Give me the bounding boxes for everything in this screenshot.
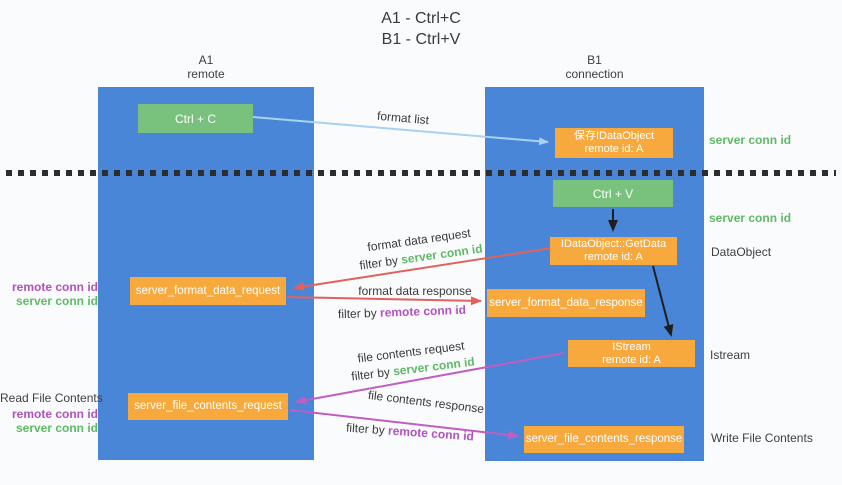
node-ctrl-v: Ctrl + V <box>553 180 673 207</box>
node-ctrl-v-label: Ctrl + V <box>592 186 634 201</box>
lifeline-b1-header: B1 connection <box>485 53 704 81</box>
node-idataobject-getdata-line2: remote id: A <box>584 251 643 263</box>
format-data-response-filter-label: filter by remote conn id <box>338 303 466 321</box>
annotation-format-server-conn-id: server conn id <box>15 294 98 308</box>
format-list-label: format list <box>376 108 430 128</box>
node-server-format-data-request: server_format_data_request <box>130 277 286 305</box>
filter-by-prefix: filter by <box>358 253 399 273</box>
diagram-title: A1 - Ctrl+C B1 - Ctrl+V <box>0 8 842 50</box>
node-server-file-contents-response: server_file_contents_response <box>524 426 684 453</box>
node-idataobject-getdata: IDataObject::GetData remote id: A <box>550 237 677 265</box>
title-line-1: A1 - Ctrl+C <box>381 10 461 27</box>
node-istream: IStream remote id: A <box>568 340 695 367</box>
node-save-dataobject-line1: 保存IDataObject <box>573 130 655 142</box>
node-server-format-data-response: server_format_data_response <box>487 289 645 317</box>
node-server-file-contents-request-label: server_file_contents_request <box>134 400 282 412</box>
annotation-dataobject: DataObject <box>711 245 772 259</box>
annotation-read-file-contents: Read File Contents <box>0 391 103 405</box>
lifeline-b1-subtitle: connection <box>565 67 624 81</box>
dotted-separator-line <box>6 170 836 176</box>
node-ctrl-c-label: Ctrl + C <box>174 111 216 126</box>
format-data-response-label: format data response <box>358 284 472 298</box>
lifeline-b1-name: B1 <box>587 53 602 67</box>
node-server-file-contents-request: server_file_contents_request <box>128 393 288 420</box>
node-idataobject-getdata-line1: IDataObject::GetData <box>560 238 667 250</box>
remote-conn-id-key: remote conn id <box>379 302 467 320</box>
lifeline-a1-header: A1 remote <box>98 53 314 81</box>
annotation-file-server-conn-id: server conn id <box>15 421 98 435</box>
annotation-server-conn-id-mid: server conn id <box>709 211 792 225</box>
node-server-file-contents-response-label: server_file_contents_response <box>525 433 683 445</box>
annotation-istream: Istream <box>710 348 751 362</box>
node-istream-line2: remote id: A <box>602 353 661 366</box>
file-contents-response-filter-label: filter by remote conn id <box>346 421 475 444</box>
filter-by-prefix: filter by <box>337 305 377 322</box>
node-save-dataobject: 保存IDataObject remote id: A <box>555 128 673 158</box>
annotation-server-conn-id-top: server conn id <box>709 133 792 147</box>
file-contents-response-label: file contents response <box>367 387 485 417</box>
lifeline-a1-name: A1 <box>198 53 214 67</box>
filter-by-prefix: filter by <box>345 420 386 438</box>
filter-by-prefix: filter by <box>350 364 391 384</box>
node-server-format-data-request-label: server_format_data_request <box>135 284 281 297</box>
annotation-file-remote-conn-id: remote conn id <box>11 407 98 421</box>
node-server-format-data-response-label: server_format_data_response <box>489 296 643 309</box>
title-line-2: B1 - Ctrl+V <box>381 31 461 48</box>
node-istream-line1: IStream <box>612 340 651 353</box>
node-ctrl-c: Ctrl + C <box>138 104 253 133</box>
node-save-dataobject-line2: remote id: A <box>584 143 644 155</box>
annotation-format-remote-conn-id: remote conn id <box>11 280 98 294</box>
lifeline-a1-subtitle: remote <box>187 67 225 81</box>
annotation-write-file-contents: Write File Contents <box>711 431 813 445</box>
remote-conn-id-key: remote conn id <box>387 423 475 444</box>
